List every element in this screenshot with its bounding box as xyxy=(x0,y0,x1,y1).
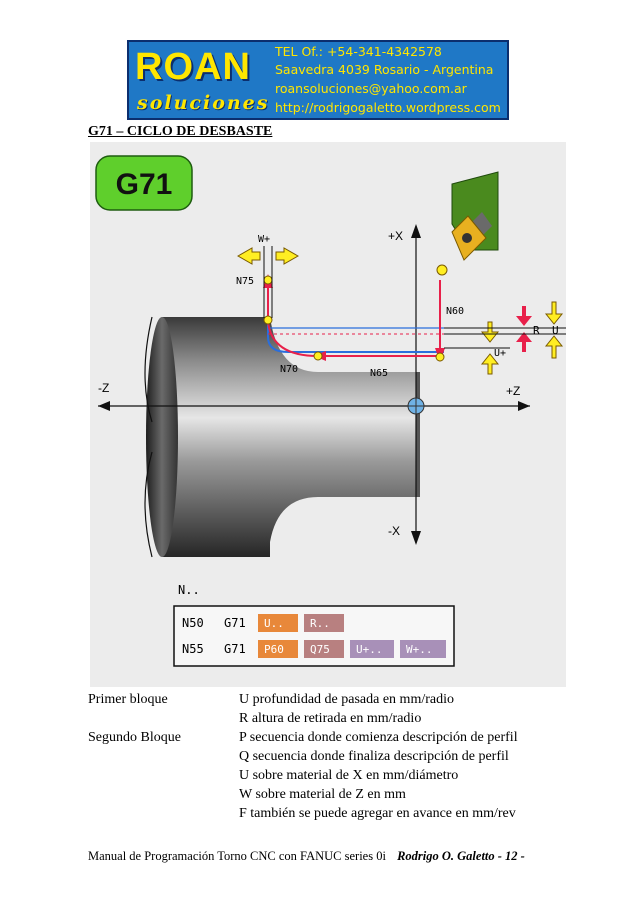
logo-sub-text: soluciones xyxy=(137,92,270,114)
page-footer: Manual de Programación Torno CNC con FAN… xyxy=(88,849,525,864)
program-header: N.. xyxy=(178,583,200,597)
g71-badge: G71 xyxy=(95,155,193,211)
desc-segundo-line-3: U sobre material de X en mm/diámetro xyxy=(239,768,459,783)
g71-diagram: G71 +X -X -Z +Z xyxy=(90,142,566,687)
footer-manual-title: Manual de Programación Torno CNC con FAN… xyxy=(88,849,386,863)
row1-cell-r: R.. xyxy=(310,617,330,630)
cutting-tool xyxy=(436,171,499,276)
minus-x-label: -X xyxy=(388,524,400,538)
desc-segundo-line-1: P secuencia donde comienza descripción d… xyxy=(239,730,518,745)
r-u-indicator: R U U+ xyxy=(444,301,566,375)
plus-z-label: +Z xyxy=(506,384,520,398)
row2-cell-p: P60 xyxy=(264,643,284,656)
contact-email: roansoluciones@yahoo.com.ar xyxy=(275,81,467,96)
logo-main-text: ROAN xyxy=(135,46,251,88)
r-label: R xyxy=(533,324,540,337)
row2-g: G71 xyxy=(224,642,246,656)
u-label: U xyxy=(552,324,559,337)
workpiece xyxy=(144,316,420,558)
contact-address: Saavedra 4039 Rosario - Argentina xyxy=(275,62,494,77)
w-plus-label: W+ xyxy=(258,234,270,245)
desc-segundo-line-2: Q secuencia donde finaliza descripción d… xyxy=(239,749,509,764)
desc-label-primer: Primer bloque xyxy=(88,692,168,707)
desc-segundo-line-5: F también se puede agregar en avance en … xyxy=(239,806,516,821)
row2-n: N55 xyxy=(182,642,204,656)
x-axis xyxy=(411,224,421,545)
row1-g: G71 xyxy=(224,616,246,630)
footer-author: Rodrigo O. Galetto - 12 - xyxy=(397,849,525,863)
row1-cell-u: U.. xyxy=(264,617,284,630)
row2-cell-q: Q75 xyxy=(310,643,330,656)
n65-label: N65 xyxy=(370,368,388,379)
row2-cell-w: W+.. xyxy=(406,643,433,656)
header-banner: ROAN soluciones TEL Of.: +54-341-4342578… xyxy=(127,40,509,120)
w-plus-indicator: W+ xyxy=(236,234,300,318)
z-axis xyxy=(98,401,530,411)
row2-cell-u: U+.. xyxy=(356,643,383,656)
desc-label-segundo: Segundo Bloque xyxy=(88,730,181,745)
desc-primer-line-2: R altura de retirada en mm/radio xyxy=(239,711,422,726)
n75-label: N75 xyxy=(236,276,254,287)
g71-badge-label: G71 xyxy=(116,168,173,201)
row1-n: N50 xyxy=(182,616,204,630)
section-title: G71 – CICLO DE DESBASTE xyxy=(88,124,273,139)
minus-z-label: -Z xyxy=(98,381,109,395)
n70-label: N70 xyxy=(280,364,298,375)
u-plus-label: U+ xyxy=(494,348,506,359)
plus-x-label: +X xyxy=(388,229,403,243)
contact-phone: TEL Of.: +54-341-4342578 xyxy=(275,44,442,59)
desc-segundo-line-4: W sobre material de Z en mm xyxy=(239,787,406,802)
contact-website: http://rodrigogaletto.wordpress.com xyxy=(275,100,501,115)
program-block: N.. N50 G71 U.. R.. N55 G71 P60 Q75 U+..… xyxy=(173,583,455,667)
n60-label: N60 xyxy=(446,306,464,317)
desc-primer-line-1: U profundidad de pasada en mm/radio xyxy=(239,692,454,707)
origin-marker xyxy=(407,397,425,415)
